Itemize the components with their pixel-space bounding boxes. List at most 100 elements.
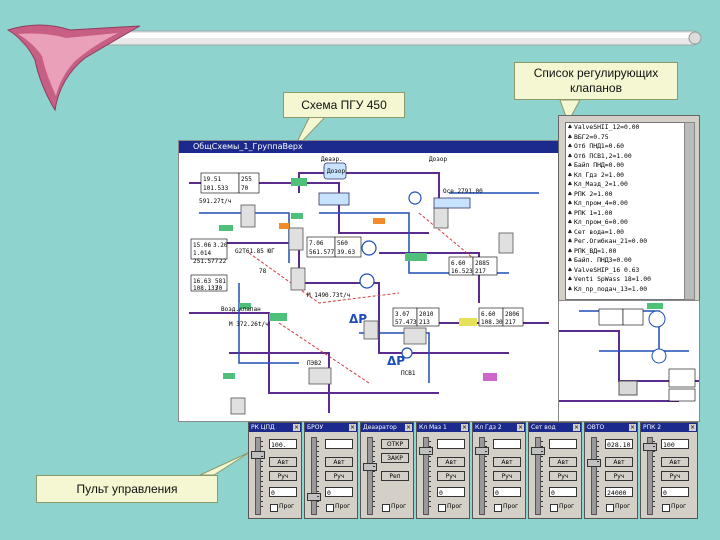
- panel-button-manual[interactable]: Руч: [269, 471, 297, 481]
- panel-checkbox[interactable]: [438, 504, 446, 512]
- valve-list[interactable]: ♣ValveSHII_12=0.00 ♣ВБГ2=0.75 ♣Отб ПНД1=…: [565, 122, 685, 300]
- close-icon[interactable]: ×: [517, 424, 524, 431]
- close-icon[interactable]: ×: [573, 424, 580, 431]
- panel-value[interactable]: [493, 439, 521, 449]
- scheme-label: 3.07: [395, 311, 410, 318]
- valve-list-item[interactable]: ♣Рег.Огибкан_21=0.00: [568, 237, 648, 245]
- panel-slider[interactable]: [591, 437, 597, 515]
- slider-knob[interactable]: [531, 447, 545, 455]
- panel-slider[interactable]: [367, 437, 373, 515]
- control-panel[interactable]: РК ЦПД × 100. Авт Руч 0 Прог: [248, 422, 302, 519]
- panel-button-auto[interactable]: Авт: [437, 457, 465, 467]
- valve-list-item[interactable]: ♣ValveSHII_12=0.00: [568, 123, 640, 131]
- panel-value[interactable]: [437, 439, 465, 449]
- valve-icon: ♣: [568, 265, 572, 274]
- control-panel[interactable]: ОВТО × 028.10 Авт Руч 24000 Прог: [584, 422, 638, 519]
- panel-button-open[interactable]: ОТКР: [381, 439, 409, 449]
- slider-knob[interactable]: [587, 459, 601, 467]
- close-icon[interactable]: ×: [629, 424, 636, 431]
- panel-button-auto[interactable]: Авт: [549, 457, 577, 467]
- valve-list-item[interactable]: ♣ValveSHIP_16 0.63: [568, 265, 640, 274]
- panel-checkbox[interactable]: [382, 504, 390, 512]
- panel-button-auto[interactable]: Авт: [605, 457, 633, 467]
- valve-list-item[interactable]: ♣РПК 1=1.00: [568, 208, 613, 217]
- panel-button-reg[interactable]: Реп: [381, 471, 409, 481]
- panel-button-auto[interactable]: Авт: [493, 457, 521, 467]
- panel-slider[interactable]: [255, 437, 261, 515]
- panel-checkbox[interactable]: [270, 504, 278, 512]
- panel-value[interactable]: [325, 439, 353, 449]
- scheme-window[interactable]: ОбщСхемы_1_ГруппаВерх: [178, 140, 560, 422]
- slider-knob[interactable]: [643, 443, 657, 451]
- panel-button-close[interactable]: ЗАКР: [381, 453, 409, 463]
- panel-slider[interactable]: [423, 437, 429, 515]
- panel-checkbox[interactable]: [494, 504, 502, 512]
- valve-list-item[interactable]: ♣Кл_пр_подач_13=1.00: [568, 284, 648, 293]
- valve-list-item[interactable]: ♣Байп. ПНД3=0.00: [568, 256, 632, 264]
- slider-knob[interactable]: [419, 447, 433, 455]
- panel-checkbox[interactable]: [326, 504, 334, 512]
- close-icon[interactable]: ×: [349, 424, 356, 431]
- panel-value-2[interactable]: 0: [437, 487, 465, 497]
- valve-list-item[interactable]: ♣ВБГ2=0.75: [568, 132, 609, 141]
- valve-list-item[interactable]: ♣Кл_пром_6=0.00: [568, 218, 628, 226]
- slider-knob[interactable]: [363, 463, 377, 471]
- panel-button-auto[interactable]: Авт: [661, 457, 689, 467]
- valve-list-item[interactable]: ♣Кл_Мазд_2=1.00: [568, 180, 628, 188]
- control-panel[interactable]: РПК 2 × 100 Авт Руч 0 Прог: [640, 422, 698, 519]
- panel-button-manual[interactable]: Руч: [493, 471, 521, 481]
- valve-list-item[interactable]: ♣Отб ПСВ1,2=1.00: [568, 151, 632, 160]
- panel-value[interactable]: 100.: [269, 439, 297, 449]
- panel-slider[interactable]: [311, 437, 317, 515]
- panel-button-auto[interactable]: Авт: [269, 457, 297, 467]
- panel-value[interactable]: [549, 439, 577, 449]
- valve-list-item[interactable]: ♣Отб ПНД1=0.60: [568, 142, 625, 150]
- panel-value-2[interactable]: 0: [493, 487, 521, 497]
- valve-list-item[interactable]: ♣Venti SpWass 18=1.00: [568, 275, 651, 283]
- valve-list-item[interactable]: ♣Сет вода=1.00: [568, 227, 625, 236]
- control-panel[interactable]: Кл Гдз 2 × Авт Руч 0 Прог: [472, 422, 526, 519]
- panel-slider[interactable]: [479, 437, 485, 515]
- panel-checkbox[interactable]: [662, 504, 670, 512]
- panel-button-manual[interactable]: Руч: [605, 471, 633, 481]
- panel-button-auto[interactable]: Авт: [325, 457, 353, 467]
- valve-list-scrollbar[interactable]: [684, 122, 695, 300]
- callout-scheme: Схема ПГУ 450: [283, 92, 405, 118]
- panel-slider[interactable]: [535, 437, 541, 515]
- valve-list-item[interactable]: ♣РПК 2=1.00: [568, 189, 613, 198]
- valve-list-item[interactable]: ♣Байп ПНД=0.00: [568, 161, 625, 169]
- slider-knob[interactable]: [307, 493, 321, 501]
- panel-button-manual[interactable]: Руч: [549, 471, 577, 481]
- panel-checkbox-label: Прог: [503, 503, 519, 510]
- valve-list-item[interactable]: ♣РПК_ВД=1.00: [568, 246, 617, 255]
- close-icon[interactable]: ×: [461, 424, 468, 431]
- slider-knob[interactable]: [251, 451, 265, 459]
- panel-button-manual[interactable]: Руч: [325, 471, 353, 481]
- panel-checkbox[interactable]: [606, 504, 614, 512]
- close-icon[interactable]: ×: [689, 424, 696, 431]
- scheme-diagram-right[interactable]: [558, 300, 700, 422]
- panel-value-2[interactable]: 0: [325, 487, 353, 497]
- valve-list-item[interactable]: ♣Кл_пром_4=0.00: [568, 199, 628, 207]
- panel-button-manual[interactable]: Руч: [661, 471, 689, 481]
- close-icon[interactable]: ×: [405, 424, 412, 431]
- slider-knob[interactable]: [475, 447, 489, 455]
- control-panel[interactable]: Деаэратор × ОТКР ЗАКР Реп Прог: [360, 422, 414, 519]
- close-icon[interactable]: ×: [293, 424, 300, 431]
- control-panel[interactable]: Кл Маз 1 × Авт Руч 0 Прог: [416, 422, 470, 519]
- scheme-diagram[interactable]: ΔP ΔP 19.51 255 101.533 70 591.27t/ч 15.…: [179, 153, 559, 421]
- panel-value-2[interactable]: 0: [269, 487, 297, 497]
- panel-value[interactable]: 100: [661, 439, 689, 449]
- panel-value-2[interactable]: 0: [549, 487, 577, 497]
- panel-button-manual[interactable]: Руч: [437, 471, 465, 481]
- control-panel[interactable]: Сет вод × Авт Руч 0 Прог: [528, 422, 582, 519]
- panel-value[interactable]: 028.10: [605, 439, 633, 449]
- control-panel[interactable]: БРОУ × Авт Руч 0 Прог: [304, 422, 358, 519]
- panel-value-2[interactable]: 24000: [605, 487, 633, 497]
- valve-list-item[interactable]: ♣Кл Гдз 2=1.00: [568, 170, 625, 179]
- panel-value-2[interactable]: 0: [661, 487, 689, 497]
- valve-list-window[interactable]: ♣ValveSHII_12=0.00 ♣ВБГ2=0.75 ♣Отб ПНД1=…: [558, 115, 700, 303]
- panel-checkbox[interactable]: [550, 504, 558, 512]
- panel-slider[interactable]: [647, 437, 653, 515]
- slider-ticks: [541, 441, 543, 509]
